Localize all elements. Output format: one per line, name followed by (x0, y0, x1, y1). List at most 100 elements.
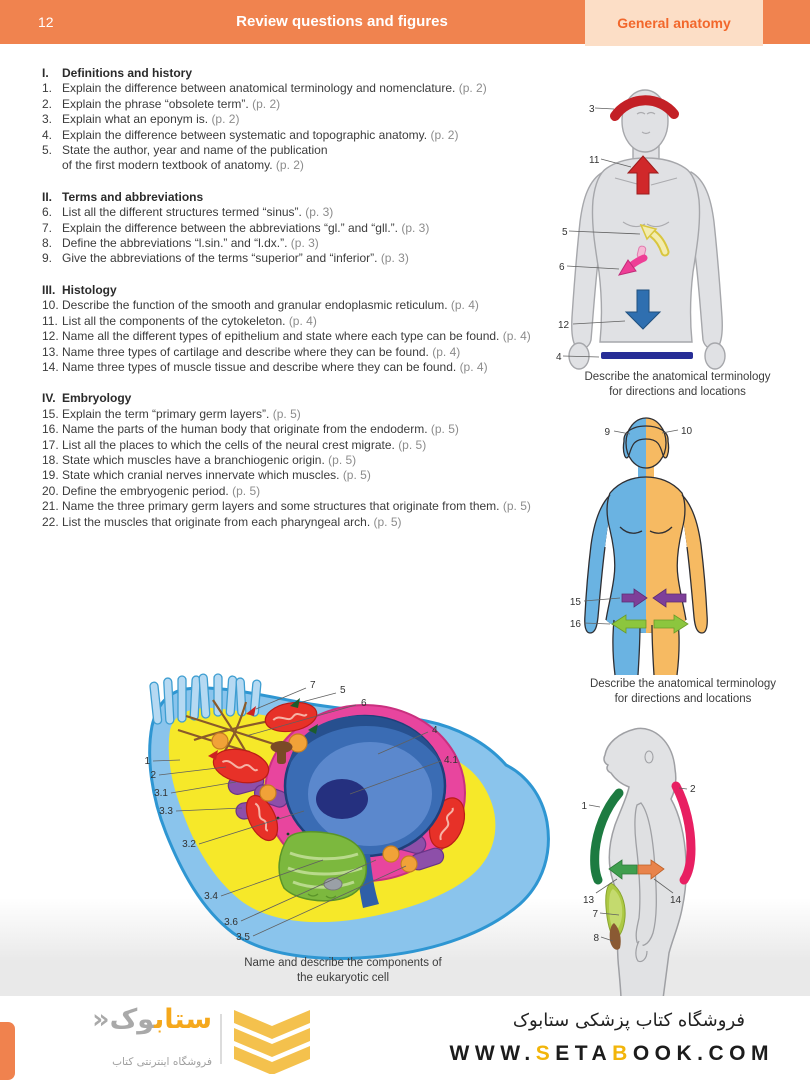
question-text: Explain the term “primary germ layers”. (62, 406, 270, 421)
figure-label: 4 (556, 352, 562, 363)
question-row: 1. Explain the difference between anatom… (42, 81, 547, 96)
nucleolus (316, 779, 368, 819)
section-heading: IV. Embryology (42, 391, 547, 406)
question-number: 17. (42, 437, 59, 452)
question-number: 16. (42, 422, 59, 437)
medial-arrow-left (621, 588, 648, 608)
page-reference: (p. 5) (373, 514, 402, 529)
question-number: 5. (42, 143, 53, 158)
medial-arrow-right (652, 588, 687, 608)
question-number: 9. (42, 251, 53, 266)
question-text: List all the components of the cytokelet… (62, 313, 286, 328)
figure-label: 9 (604, 427, 610, 438)
figure-label: 6 (361, 698, 367, 709)
question-text: List all the different structures termed… (62, 205, 302, 220)
url-part-accent: B (612, 1042, 633, 1065)
question-number: 15. (42, 406, 59, 421)
question-row: 2. Explain the phrase “obsolete term”. (… (42, 97, 547, 112)
caption-line: Name and describe the components of (244, 957, 442, 969)
figure-label: 6 (559, 262, 565, 273)
question-row: 21. Name the three primary germ layers a… (42, 499, 547, 514)
section-title: Terms and abbreviations (62, 189, 204, 204)
question-number: 10. (42, 298, 59, 313)
question-text: Name three types of cartilage and descri… (62, 344, 429, 359)
figure2-caption: Describe the anatomical terminology for … (558, 677, 808, 707)
page-reference: (p. 3) (290, 236, 319, 251)
question-row: 10. Describe the function of the smooth … (42, 298, 547, 313)
question-row: 13. Name three types of cartilage and de… (42, 345, 547, 360)
figure-label: 4.1 (444, 755, 458, 766)
figure-label: 5 (562, 227, 568, 238)
question-number: 14. (42, 359, 59, 374)
section-numeral: IV. (42, 391, 56, 406)
question-row: 15. Explain the term “primary germ layer… (42, 407, 547, 422)
page-reference: (p. 5) (328, 452, 357, 467)
page-reference: (p. 2) (275, 158, 304, 173)
logo-divider (220, 1014, 222, 1064)
section-terms-abbreviations: II. Terms and abbreviations 6. List all … (42, 190, 547, 267)
section-items: 10. Describe the function of the smooth … (42, 298, 547, 375)
figure-label: 3.3 (159, 806, 173, 817)
url-part: ETA (555, 1042, 613, 1065)
yellow-bent-arrow (639, 223, 670, 257)
brown-region (609, 923, 621, 950)
figure-label: 1 (144, 756, 150, 767)
question-row: 19. State which cranial nerves innervate… (42, 468, 547, 483)
figure-label: 7 (310, 680, 316, 691)
question-text: Give the abbreviations of the terms “sup… (62, 251, 378, 266)
question-text: Name the parts of the human body that or… (62, 422, 428, 437)
page-reference: (p. 5) (398, 437, 427, 452)
question-text: Name three types of muscle tissue and de… (62, 359, 457, 374)
question-row: 18. State which muscles have a branchiog… (42, 453, 547, 468)
figure-label: 10 (681, 426, 693, 437)
baseline-bar (601, 352, 693, 359)
page-reference: (p. 4) (502, 329, 531, 344)
chevron-logo-icon (234, 1010, 310, 1074)
figure-label: 2 (690, 784, 696, 795)
figure-label: 3.4 (204, 891, 218, 902)
figure-label: 5 (340, 685, 346, 696)
question-text: Explain what an eponym is. (62, 112, 209, 127)
figure-label: 4 (432, 725, 438, 736)
section-heading: III. Histology (42, 283, 547, 298)
url-part: WWW. (449, 1042, 536, 1065)
vesicles (211, 732, 418, 873)
question-list: I. Definitions and history 1. Explain th… (42, 66, 547, 530)
question-text: Name the three primary germ layers and s… (62, 499, 500, 514)
tiny-arrows (208, 698, 318, 760)
question-text: Name all the different types of epitheli… (62, 329, 500, 344)
page-reference: (p. 5) (272, 406, 301, 421)
wordmark-gray: وک« (92, 1004, 155, 1035)
page-reference: (p. 2) (458, 81, 487, 96)
question-row: 8. Define the abbreviations “l.sin.” and… (42, 236, 547, 251)
lateral-arrow-left (611, 614, 647, 634)
question-text: Explain the phrase “obsolete term”. (62, 96, 249, 111)
question-number: 22. (42, 514, 59, 529)
section-definitions-history: I. Definitions and history 1. Explain th… (42, 66, 547, 174)
question-number: 11. (42, 313, 58, 328)
section-title: Embryology (62, 391, 132, 406)
page-reference: (p. 2) (252, 96, 281, 111)
page-reference: (p. 5) (502, 499, 531, 514)
page-number: 12 (38, 14, 54, 30)
question-row: 9. Give the abbreviations of the terms “… (42, 251, 547, 266)
url-part-accent: S (535, 1042, 556, 1065)
figure-label: 1 (581, 801, 587, 812)
centriole (270, 741, 293, 764)
cranial-arrow (626, 155, 660, 195)
section-heading: II. Terms and abbreviations (42, 190, 547, 205)
figure-label: 3 (589, 104, 595, 115)
question-text: State which cranial nerves innervate whi… (62, 468, 340, 483)
page-reference: (p. 4) (288, 313, 317, 328)
question-text: List the muscles that originate from eac… (62, 514, 371, 529)
question-text: State which muscles have a branchiogenic… (62, 452, 325, 467)
section-title: Histology (62, 282, 117, 297)
question-text: Explain the difference between the abbre… (62, 220, 398, 235)
question-number: 6. (42, 205, 53, 220)
page-reference: (p. 4) (459, 359, 488, 374)
page-reference: (p. 4) (432, 344, 461, 359)
question-text: Explain the difference between systemati… (62, 127, 428, 142)
page-reference: (p. 5) (430, 422, 459, 437)
section-numeral: III. (42, 282, 56, 297)
question-number: 20. (42, 483, 59, 498)
